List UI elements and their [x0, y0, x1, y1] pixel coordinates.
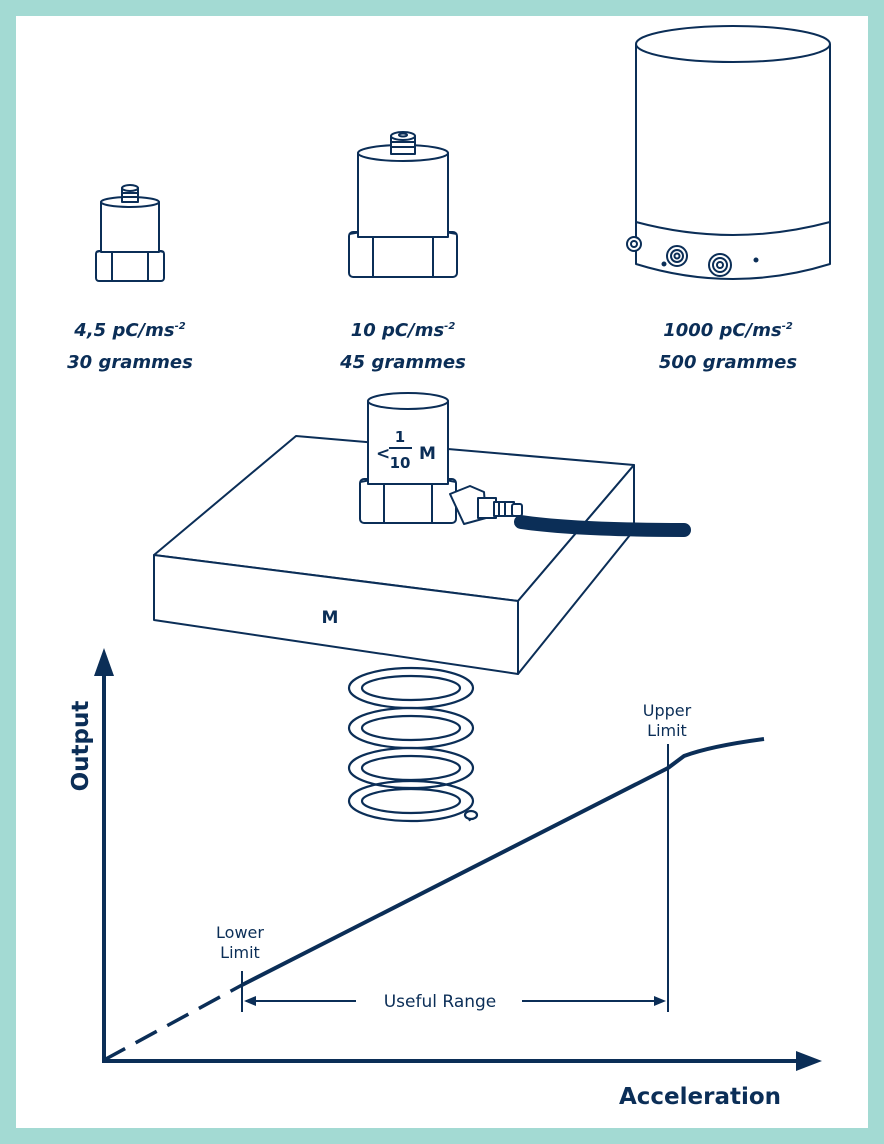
- mounted-sensor-numerator: 1: [395, 428, 405, 446]
- small-sensor-mass: 30 grammes: [67, 352, 193, 373]
- upper-limit-label-line1: Upper: [643, 701, 692, 720]
- extrapolated-response-line: [103, 983, 243, 1062]
- block-label: M: [322, 608, 339, 628]
- accelerometer-diagram: < 1 10 M M Output Acceleration Lower Lim…: [68, 25, 831, 1110]
- mounted-sensor-denominator: 10: [390, 454, 411, 472]
- x-axis-label: Acceleration: [619, 1084, 781, 1110]
- small-accelerometer-icon: [95, 184, 165, 282]
- spring-icon: [347, 666, 479, 823]
- lower-limit-label-line1: Lower: [216, 923, 264, 942]
- y-axis-label: Output: [68, 701, 94, 792]
- small-sensor-sensitivity: 4,5 pC/ms-2: [74, 320, 186, 341]
- mounted-sensor-prefix: <: [376, 444, 390, 464]
- large-sensor-mass: 500 grammes: [658, 352, 798, 373]
- range-arrow-left-icon: [244, 996, 256, 1006]
- saturation-response-line: [666, 737, 765, 770]
- response-graph: [94, 648, 822, 1071]
- large-sensor-sensitivity: 1000 pC/ms-2: [663, 320, 793, 341]
- cable-icon: [514, 515, 691, 537]
- large-sensor-specs: 1000 pC/ms-2 500 grammes: [608, 311, 848, 379]
- lower-limit-label-line2: Limit: [220, 943, 260, 962]
- medium-accelerometer-icon: [348, 131, 458, 278]
- useful-range-label: Useful Range: [384, 992, 497, 1012]
- medium-sensor-mass: 45 grammes: [340, 352, 466, 373]
- large-accelerometer-icon: [626, 25, 831, 280]
- upper-limit-label-line2: Limit: [647, 721, 687, 740]
- linear-response-line: [241, 766, 669, 987]
- range-arrow-right-icon: [654, 996, 666, 1006]
- mounted-accelerometer-icon: [359, 392, 523, 525]
- diagram-frame: < 1 10 M M Output Acceleration Lower Lim…: [16, 16, 868, 1128]
- medium-sensor-sensitivity: 10 pC/ms-2: [350, 320, 456, 341]
- y-axis-arrow-icon: [94, 648, 114, 676]
- small-sensor-specs: 4,5 pC/ms-2 30 grammes: [10, 311, 250, 379]
- medium-sensor-specs: 10 pC/ms-2 45 grammes: [283, 311, 523, 379]
- mounted-sensor-suffix: M: [419, 444, 436, 464]
- x-axis-arrow-icon: [796, 1051, 822, 1071]
